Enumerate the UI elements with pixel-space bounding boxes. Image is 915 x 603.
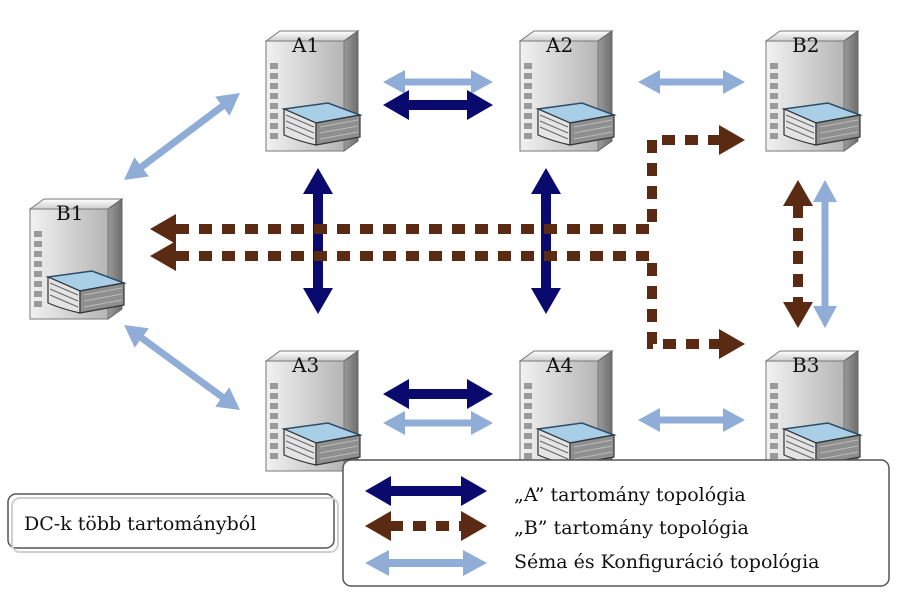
- server-B1: B1: [29, 198, 125, 320]
- schema-arrow-a4-b3: [638, 408, 745, 432]
- a-domain-arrow-a3-a4: [383, 379, 493, 409]
- b-domain-path-b1-b3: [176, 251, 720, 349]
- legend-label-a-domain: „A” tartomány topológia: [514, 484, 746, 506]
- b-domain-head-b2: [719, 125, 745, 155]
- server-A1: A1: [265, 30, 361, 152]
- legend-box: „A” tartomány topológia „B” tartomány to…: [342, 459, 890, 587]
- schema-arrow-b1-a3: [124, 325, 240, 410]
- legend-arrows: [365, 476, 487, 576]
- schema-arrow-b2-b3: [813, 180, 837, 328]
- legend-label-schema: Séma és Konfiguráció topológia: [514, 551, 819, 573]
- legend-arrow-schema: [365, 550, 487, 576]
- server-label-B1: B1: [56, 201, 83, 225]
- server-label-A2: A2: [545, 33, 573, 57]
- schema-arrow-a2-b2: [638, 70, 745, 94]
- server-label-A4: A4: [545, 353, 573, 377]
- legend-arrow-a-domain: [365, 476, 487, 506]
- schema-arrow-a1-a2: [383, 70, 493, 94]
- a-domain-arrow-a2-a4: [531, 168, 561, 314]
- b-domain-head-b3-vertical: [783, 302, 813, 328]
- legend-arrow-b-domain-right: [461, 511, 487, 541]
- legend-label-b-domain: „B” tartomány topológia: [514, 517, 749, 539]
- b-domain-head-b1-top: [150, 214, 176, 244]
- server-B2: B2: [765, 30, 861, 152]
- caption-text: DC-k több tartományból: [24, 513, 256, 535]
- b-domain-head-b2-vertical: [783, 180, 813, 206]
- server-A3: A3: [265, 350, 361, 472]
- server-label-A3: A3: [291, 353, 319, 377]
- b-domain-head-b3: [719, 329, 745, 359]
- a-domain-arrow-a1-a2: [383, 90, 493, 120]
- caption-box: DC-k több tartományból: [7, 493, 339, 553]
- server-A2: A2: [519, 30, 615, 152]
- b-domain-head-b1-bottom: [150, 241, 176, 271]
- server-B3: B3: [765, 350, 861, 472]
- server-A4: A4: [519, 350, 615, 472]
- schema-arrow-a3-a4: [383, 411, 493, 435]
- server-label-A1: A1: [291, 33, 319, 57]
- a-domain-arrow-a1-a3: [303, 168, 333, 314]
- legend-arrow-b-domain-left: [365, 511, 391, 541]
- b-domain-path-b1-b2: [176, 135, 720, 234]
- schema-arrow-b1-a1: [124, 93, 240, 180]
- server-label-B3: B3: [792, 353, 819, 377]
- connection-arrows: [124, 70, 837, 435]
- server-label-B2: B2: [792, 33, 819, 57]
